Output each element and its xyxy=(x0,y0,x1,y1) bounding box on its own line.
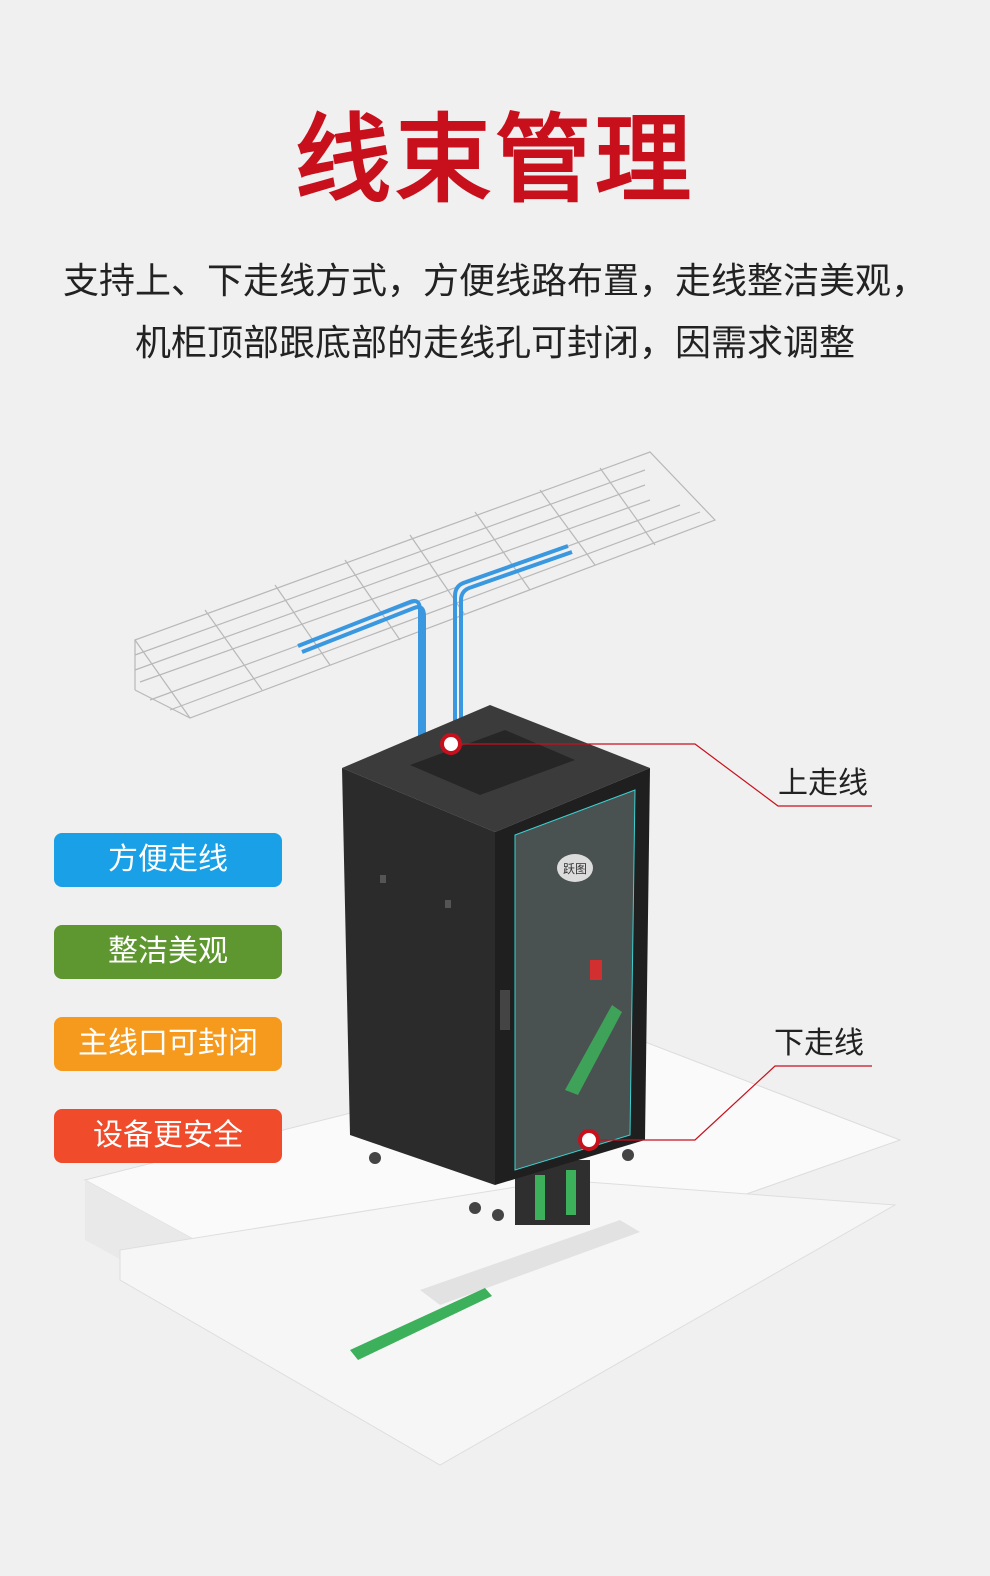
feature-badge-safer: 设备更安全 xyxy=(54,1109,282,1163)
feature-badge-sealable-port: 主线口可封闭 xyxy=(54,1017,282,1071)
raised-floor xyxy=(83,1039,902,1466)
cabinet-illustration: 跃图 xyxy=(83,451,902,1466)
description-line-1: 支持上、下走线方式，方便线路布置，走线整洁美观， xyxy=(62,261,927,302)
callout-top-marker xyxy=(440,733,872,807)
callout-bottom-marker xyxy=(578,1065,872,1151)
svg-text:跃图: 跃图 xyxy=(563,862,587,876)
page-title: 线束管理 xyxy=(295,104,695,216)
feature-badge-easy-routing: 方便走线 xyxy=(54,833,282,887)
callout-top-label: 上走线 xyxy=(778,766,868,801)
description-line-2: 机柜顶部跟底部的走线孔可封闭，因需求调整 xyxy=(134,323,855,364)
callout-bottom-label: 下走线 xyxy=(774,1026,864,1061)
feature-badge-tidy: 整洁美观 xyxy=(54,925,282,979)
network-cabinet: 跃图 xyxy=(342,705,650,1221)
